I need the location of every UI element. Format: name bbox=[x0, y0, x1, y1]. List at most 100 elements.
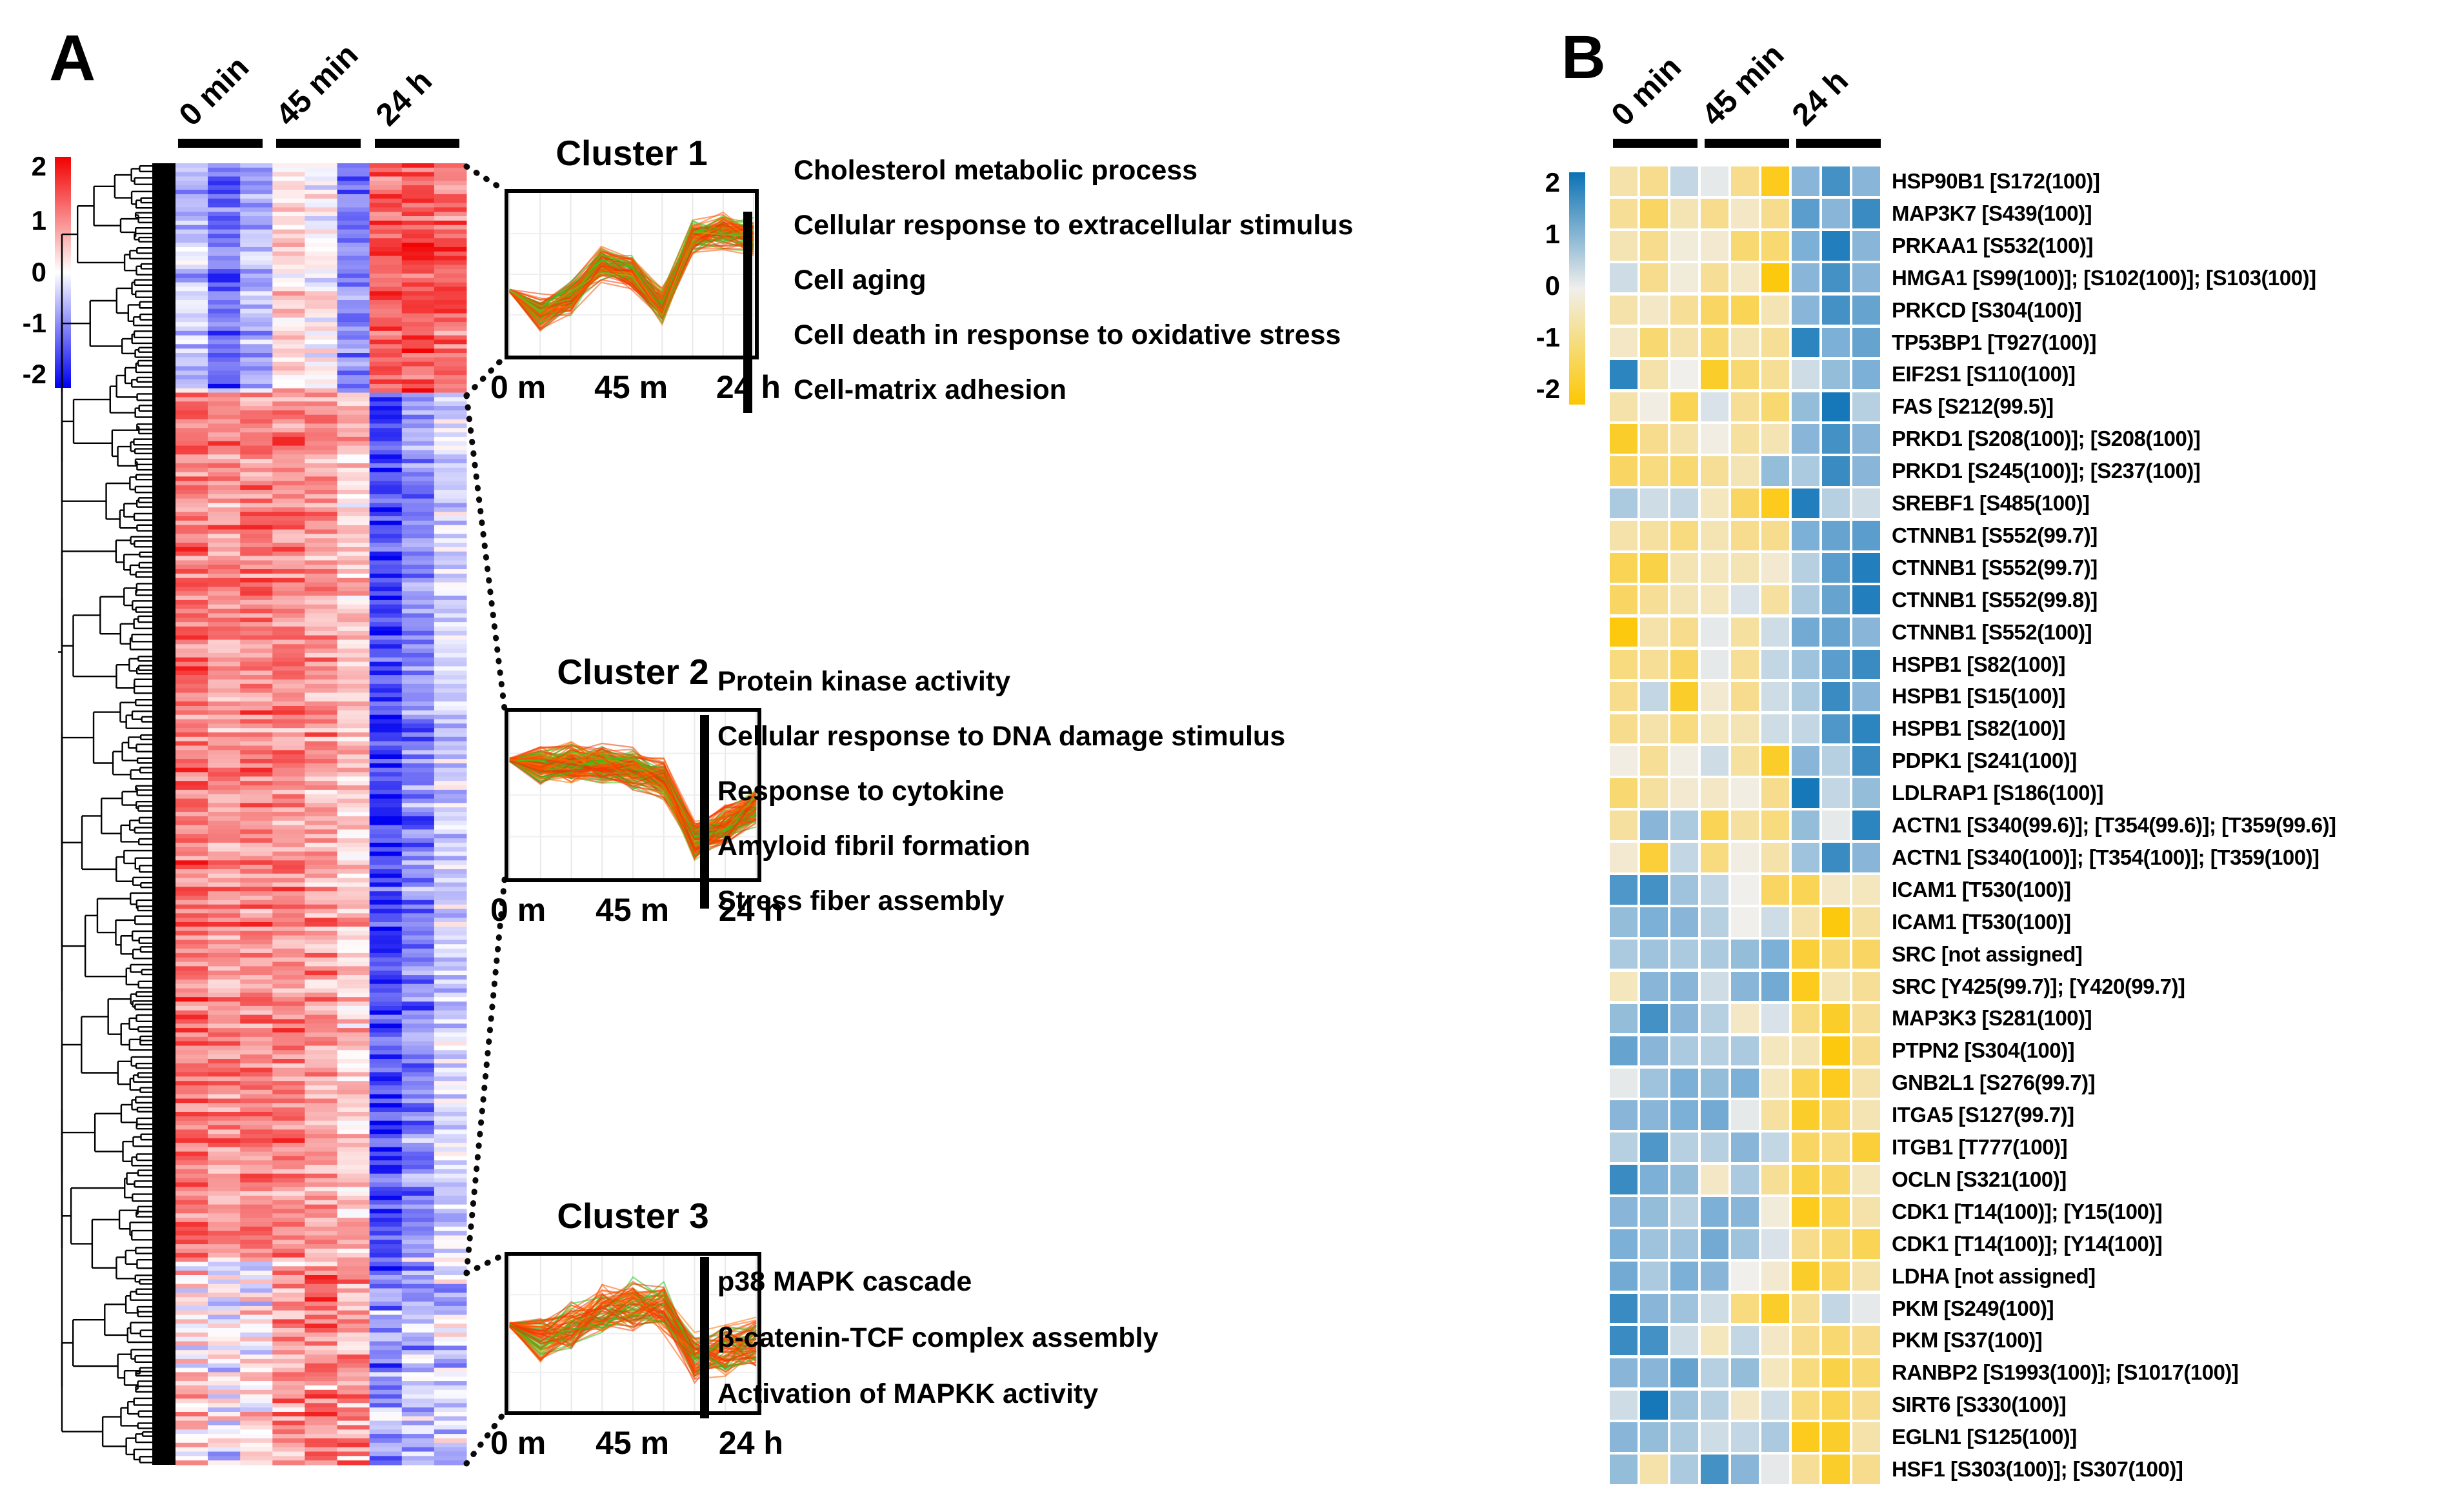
heatmap-a-cell bbox=[305, 410, 337, 416]
heatmap-b-cell bbox=[1670, 939, 1698, 969]
heatmap-a-cell bbox=[401, 842, 435, 848]
heatmap-a-cell bbox=[337, 547, 370, 552]
heatmap-a-cell bbox=[401, 1253, 435, 1258]
colorbar-a-tick: 1 bbox=[31, 205, 46, 236]
heatmap-a-cell bbox=[208, 512, 241, 517]
heatmap-a-cell bbox=[272, 860, 305, 865]
heatmap-a-cell bbox=[240, 194, 273, 199]
heatmap-a-cell bbox=[434, 1089, 467, 1095]
heatmap-b-cell bbox=[1761, 907, 1789, 937]
heatmap-a-cell bbox=[240, 1262, 273, 1267]
heatmap-a-cell bbox=[401, 966, 435, 971]
heatmap-a-cell bbox=[369, 652, 403, 658]
heatmap-a-cell bbox=[240, 940, 273, 945]
heatmap-a-cell bbox=[369, 1302, 403, 1307]
heatmap-a-cell bbox=[434, 1169, 467, 1174]
heatmap-a-cell bbox=[305, 1266, 337, 1271]
heatmap-a-cell bbox=[175, 1226, 208, 1232]
heatmap-a-cell bbox=[401, 706, 435, 711]
heatmap-b-cell bbox=[1822, 295, 1850, 325]
heatmap-a-cell bbox=[208, 1345, 241, 1351]
heatmap-a-cell bbox=[369, 988, 403, 993]
heatmap-a-cell bbox=[369, 1151, 403, 1156]
heatmap-b-cell bbox=[1852, 521, 1880, 550]
heatmap-a-cell bbox=[175, 348, 208, 354]
heatmap-b-cell bbox=[1761, 488, 1789, 518]
heatmap-a-cell bbox=[175, 296, 208, 301]
heatmap-a-cell bbox=[175, 714, 208, 720]
heatmap-a-cell bbox=[337, 630, 370, 636]
heatmap-a-cell bbox=[272, 441, 305, 447]
phosphosite-row-label: MAP3K3 [S281(100)] bbox=[1892, 1006, 2092, 1031]
heatmap-a-cell bbox=[305, 865, 337, 870]
heatmap-b-cell bbox=[1822, 231, 1850, 261]
heatmap-a-cell bbox=[305, 273, 337, 279]
heatmap-a-cell bbox=[401, 1425, 435, 1430]
heatmap-a-cell bbox=[369, 1076, 403, 1082]
heatmap-b-cell bbox=[1822, 424, 1850, 454]
heatmap-a-cell bbox=[272, 401, 305, 407]
heatmap-a-cell bbox=[401, 1249, 435, 1254]
heatmap-a-cell bbox=[434, 622, 467, 627]
heatmap-b-cell bbox=[1701, 1261, 1728, 1291]
heatmap-a-cell bbox=[401, 692, 435, 698]
heatmap-a-cell bbox=[401, 1067, 435, 1072]
heatmap-a-cell bbox=[401, 1142, 435, 1148]
heatmap-b-cell bbox=[1792, 649, 1819, 680]
heatmap-a-cell bbox=[401, 847, 435, 852]
heatmap-a-cell bbox=[434, 966, 467, 971]
heatmap-a-cell bbox=[401, 454, 435, 459]
heatmap-a-cell bbox=[434, 1456, 467, 1461]
heatmap-a-cell bbox=[337, 1350, 370, 1355]
heatmap-a-cell bbox=[434, 971, 467, 976]
heatmap-a-cell bbox=[175, 1438, 208, 1444]
heatmap-a-cell bbox=[208, 361, 241, 367]
heatmap-a-cell bbox=[175, 498, 208, 503]
heatmap-a-cell bbox=[401, 300, 435, 305]
heatmap-a-cell bbox=[305, 198, 337, 204]
heatmap-a-cell bbox=[175, 1112, 208, 1117]
heatmap-a-cell bbox=[175, 198, 208, 204]
heatmap-a-cell bbox=[175, 234, 208, 239]
heatmap-a-cell bbox=[208, 1451, 241, 1456]
heatmap-a-cell bbox=[337, 680, 370, 685]
heatmap-a-cell bbox=[369, 432, 403, 438]
heatmap-a-cell bbox=[305, 750, 337, 755]
heatmap-a-cell bbox=[175, 547, 208, 552]
heatmap-a-cell bbox=[240, 887, 273, 892]
heatmap-a-cell bbox=[208, 652, 241, 658]
heatmap-a-cell bbox=[208, 1160, 241, 1165]
heatmap-b-cell bbox=[1610, 1261, 1638, 1291]
heatmap-a-cell bbox=[208, 494, 241, 499]
heatmap-a-cell bbox=[208, 476, 241, 481]
heatmap-a-cell bbox=[208, 1019, 241, 1024]
heatmap-a-cell bbox=[305, 798, 337, 803]
heatmap-a-cell bbox=[401, 313, 435, 318]
heatmap-a-cell bbox=[305, 260, 337, 265]
heatmap-a-cell bbox=[272, 680, 305, 685]
heatmap-a-cell bbox=[208, 1002, 241, 1007]
heatmap-a-cell bbox=[272, 229, 305, 234]
phosphosite-row-label: PDPK1 [S241(100)] bbox=[1892, 749, 2077, 773]
heatmap-a-cell bbox=[434, 1389, 467, 1395]
heatmap-b-cell bbox=[1670, 166, 1698, 196]
heatmap-a-cell bbox=[434, 931, 467, 936]
heatmap-b-cell bbox=[1822, 553, 1850, 583]
heatmap-a-cell bbox=[175, 918, 208, 923]
cluster-plot-box bbox=[505, 708, 761, 882]
heatmap-a-cell bbox=[369, 1305, 403, 1311]
heatmap-a-cell bbox=[240, 860, 273, 865]
heatmap-a-cell bbox=[434, 1332, 467, 1338]
heatmap-a-cell bbox=[240, 1173, 273, 1179]
heatmap-a-cell bbox=[305, 569, 337, 574]
heatmap-a-cell bbox=[175, 834, 208, 839]
heatmap-a-cell bbox=[434, 750, 467, 755]
heatmap-a-cell bbox=[369, 525, 403, 530]
heatmap-a-cell bbox=[369, 754, 403, 760]
heatmap-a-cell bbox=[208, 1350, 241, 1355]
heatmap-a-cell bbox=[369, 750, 403, 755]
heatmap-a-cell bbox=[401, 1416, 435, 1422]
heatmap-a-cell bbox=[272, 622, 305, 627]
heatmap-b-cell bbox=[1792, 1261, 1819, 1291]
heatmap-b-cell bbox=[1701, 199, 1728, 228]
